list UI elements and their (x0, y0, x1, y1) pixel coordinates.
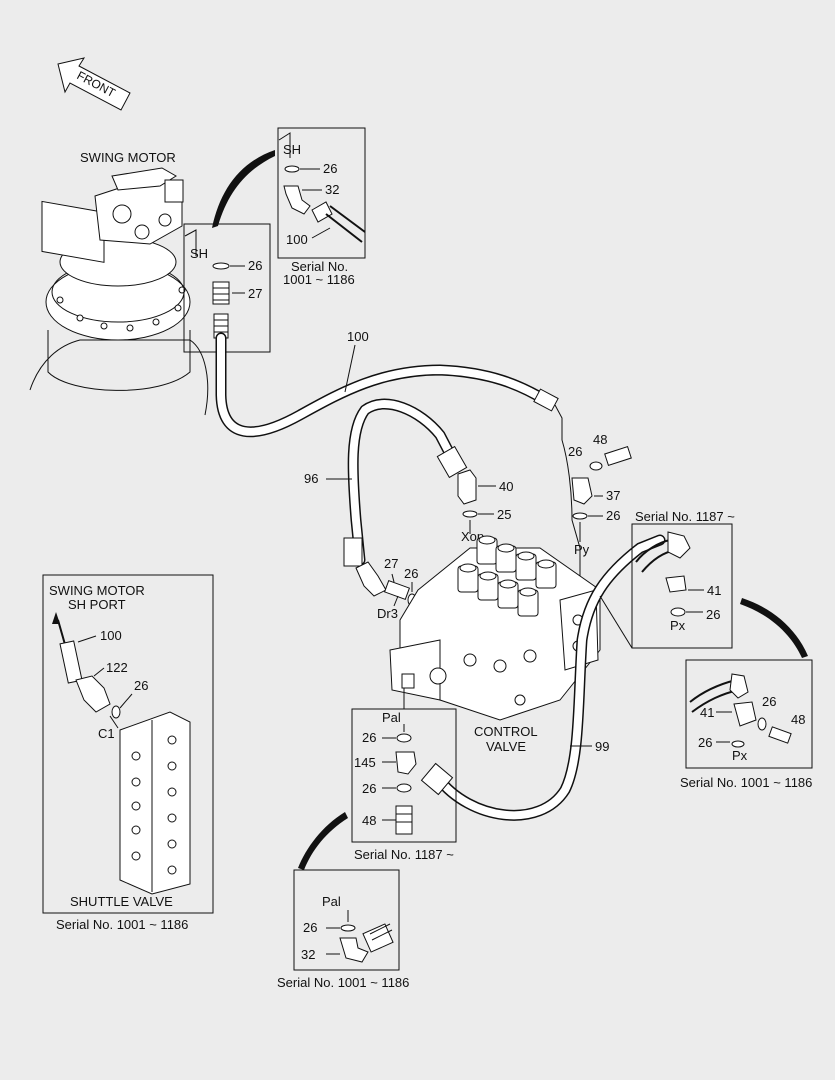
shuttle-title-line2: SH PORT (68, 597, 126, 612)
front-arrow: FRONT (57, 57, 131, 111)
shuttle-elbow-label: 122 (106, 660, 128, 675)
shuttle-port-label: C1 (98, 726, 115, 741)
dr3-port-label: Dr3 (377, 606, 398, 621)
sh-motor-connector-label: 27 (248, 286, 262, 301)
sh-top-leader-arc (212, 150, 275, 228)
fitting-40-label: 40 (499, 479, 513, 494)
px-old-port-label: Px (732, 748, 748, 763)
sh-top-serial-line2: 1001 ~ 1186 (283, 272, 355, 287)
pal-old-elbow-label: 32 (301, 947, 315, 962)
px-new-detail-box (631, 523, 733, 649)
pal-new-sensor-label: 48 (362, 813, 376, 828)
sh-top-oring-label: 26 (323, 161, 337, 176)
oring-26-py-top-label: 26 (568, 444, 582, 459)
sh-top-port-label: SH (283, 142, 301, 157)
pal-new-detail (382, 724, 417, 835)
shuttle-detail-box (42, 574, 214, 914)
pal-new-oring-b-label: 26 (362, 781, 376, 796)
hose-96-label: 96 (304, 471, 318, 486)
sh-top-detail: SH 26 32 100 (278, 132, 366, 247)
sh-motor-oring-label: 26 (248, 258, 262, 273)
px-new-detail (635, 531, 704, 617)
pal-new-serial: Serial No. 1187 ~ (354, 847, 454, 862)
px-old-detail-box (685, 659, 813, 769)
shuttle-oring-label: 26 (134, 678, 148, 693)
px-new-part41-label: 41 (707, 583, 721, 598)
px-old-oring-b-label: 26 (698, 735, 712, 750)
hose-99-label: 99 (595, 739, 609, 754)
px-leader-arc (740, 598, 808, 658)
pal-old-port-label: Pal (322, 894, 341, 909)
connector-27-label: 27 (384, 556, 398, 571)
pal-new-oring-a-label: 26 (362, 730, 376, 745)
pal-old-detail-box (293, 869, 400, 971)
px-old-part41-label: 41 (700, 705, 714, 720)
px-old-part48-label: 48 (791, 712, 805, 727)
pal-leader-arc (298, 812, 348, 870)
sh-top-serial-line1: Serial No. (291, 259, 348, 274)
px-new-oring-label: 26 (706, 607, 720, 622)
px-old-serial: Serial No. 1001 ~ 1186 (680, 775, 812, 790)
hose-100-label: 100 (347, 329, 369, 344)
hose-96 (343, 398, 468, 597)
shuttle-detail (52, 612, 191, 895)
sh-top-hose-label: 100 (286, 232, 308, 247)
oring-26-dr3-label: 26 (404, 566, 418, 581)
sh-top-detail-box (277, 127, 366, 259)
swing-motor-drawing (29, 167, 209, 416)
pal-new-tee-label: 145 (354, 755, 376, 770)
hose-100 (215, 332, 581, 592)
swing-motor-title: SWING MOTOR (80, 150, 176, 165)
hose-100-leader (344, 344, 356, 393)
px-new-leader (599, 595, 633, 649)
pal-old-oring-label: 26 (303, 920, 317, 935)
oring-25-label: 25 (497, 507, 511, 522)
shuttle-valve-label: SHUTTLE VALVE (70, 894, 173, 909)
control-valve-label-line2: VALVE (486, 739, 526, 754)
hose-99 (420, 534, 666, 821)
sh-motor-detail: SH 26 27 (184, 229, 262, 339)
sh-motor-detail-box (183, 223, 271, 353)
control-valve-drawing (389, 535, 601, 721)
pal-old-detail (326, 910, 394, 963)
sensor-48-py-label: 48 (593, 432, 607, 447)
shuttle-title-line1: SWING MOTOR (49, 583, 145, 598)
fitting-37-label: 37 (606, 488, 620, 503)
pal-old-serial: Serial No. 1001 ~ 1186 (277, 975, 409, 990)
py-fittings (571, 445, 632, 542)
sh-motor-port-label: SH (190, 246, 208, 261)
py-port-label: Py (574, 542, 590, 557)
oring-26-py-label: 26 (606, 508, 620, 523)
sh-top-elbow-label: 32 (325, 182, 339, 197)
px-new-serial: Serial No. 1187 ~ (635, 509, 735, 524)
shuttle-hose-label: 100 (100, 628, 122, 643)
pal-new-port-label: Pal (382, 710, 401, 725)
shuttle-serial: Serial No. 1001 ~ 1186 (56, 917, 188, 932)
px-old-oring-a-label: 26 (762, 694, 776, 709)
px-new-port-label: Px (670, 618, 686, 633)
fitting-40 (457, 469, 496, 534)
px-old-detail (689, 673, 792, 748)
control-valve-label-line1: CONTROL (474, 724, 538, 739)
